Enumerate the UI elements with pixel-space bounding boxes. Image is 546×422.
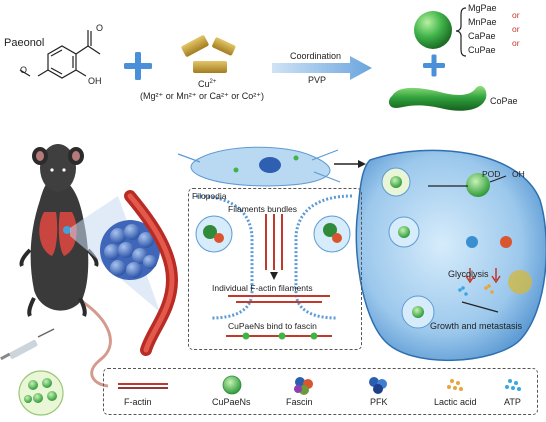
or-connector: or: [512, 39, 520, 48]
sphere-nanoparticle-icon: [414, 11, 452, 49]
or-connector: or: [512, 25, 520, 34]
alternative-ions-label: (Mg²⁺ or Mn²⁺ or Ca²⁺ or Co²⁺): [140, 92, 264, 101]
paeonol-label: Paeonol: [4, 38, 44, 49]
legend-label-pfk: PFK: [370, 398, 388, 407]
filopodia-label: Filopodia: [192, 192, 227, 201]
bind-to-fascin-label: CuPaeNs bind to fascin: [228, 322, 317, 331]
plus-icon: [423, 55, 445, 77]
oh-label: OH: [512, 170, 525, 179]
pod-label: POD: [482, 170, 500, 179]
coordination-label: Coordination: [290, 52, 341, 61]
methoxy-oxygen-label: O: [20, 66, 27, 75]
or-connector: or: [512, 11, 520, 20]
individual-filaments-label: Individual F-actin filaments: [212, 284, 313, 293]
product-mnpae: MnPae: [468, 18, 497, 27]
product-mgpae: MgPae: [468, 4, 497, 13]
syringe-icon: [0, 329, 54, 360]
migrating-cell: [178, 147, 340, 186]
ketone-oxygen-label: O: [96, 24, 103, 33]
rod-nanoparticle-icon: [389, 86, 486, 111]
plus-icon: [124, 52, 152, 80]
legend-label-fascin: Fascin: [286, 398, 313, 407]
copae-label: CoPae: [490, 97, 518, 106]
growth-metastasis-label: Growth and metastasis: [430, 322, 522, 331]
hydroxyl-label: OH: [88, 77, 102, 86]
product-capae: CaPae: [468, 32, 496, 41]
pvp-label: PVP: [308, 76, 326, 85]
glycolysis-label: Glycolysis: [448, 270, 489, 279]
legend: [103, 368, 538, 415]
product-cupae: CuPae: [468, 46, 496, 55]
nanoparticle-dispersion-icon: [19, 371, 63, 415]
legend-label-atp: ATP: [504, 398, 521, 407]
filaments-bundles-label: Filaments bundles: [228, 205, 297, 214]
cu-ion-label: Cu2+: [198, 79, 216, 89]
legend-label-cupaens: CuPaeNs: [212, 398, 251, 407]
metal-bars-icon: [181, 35, 236, 73]
brace: [456, 8, 466, 56]
legend-label-f-actin: F-actin: [124, 398, 152, 407]
mouse-illustration: [21, 144, 110, 386]
legend-label-lactic-acid: Lactic acid: [434, 398, 477, 407]
